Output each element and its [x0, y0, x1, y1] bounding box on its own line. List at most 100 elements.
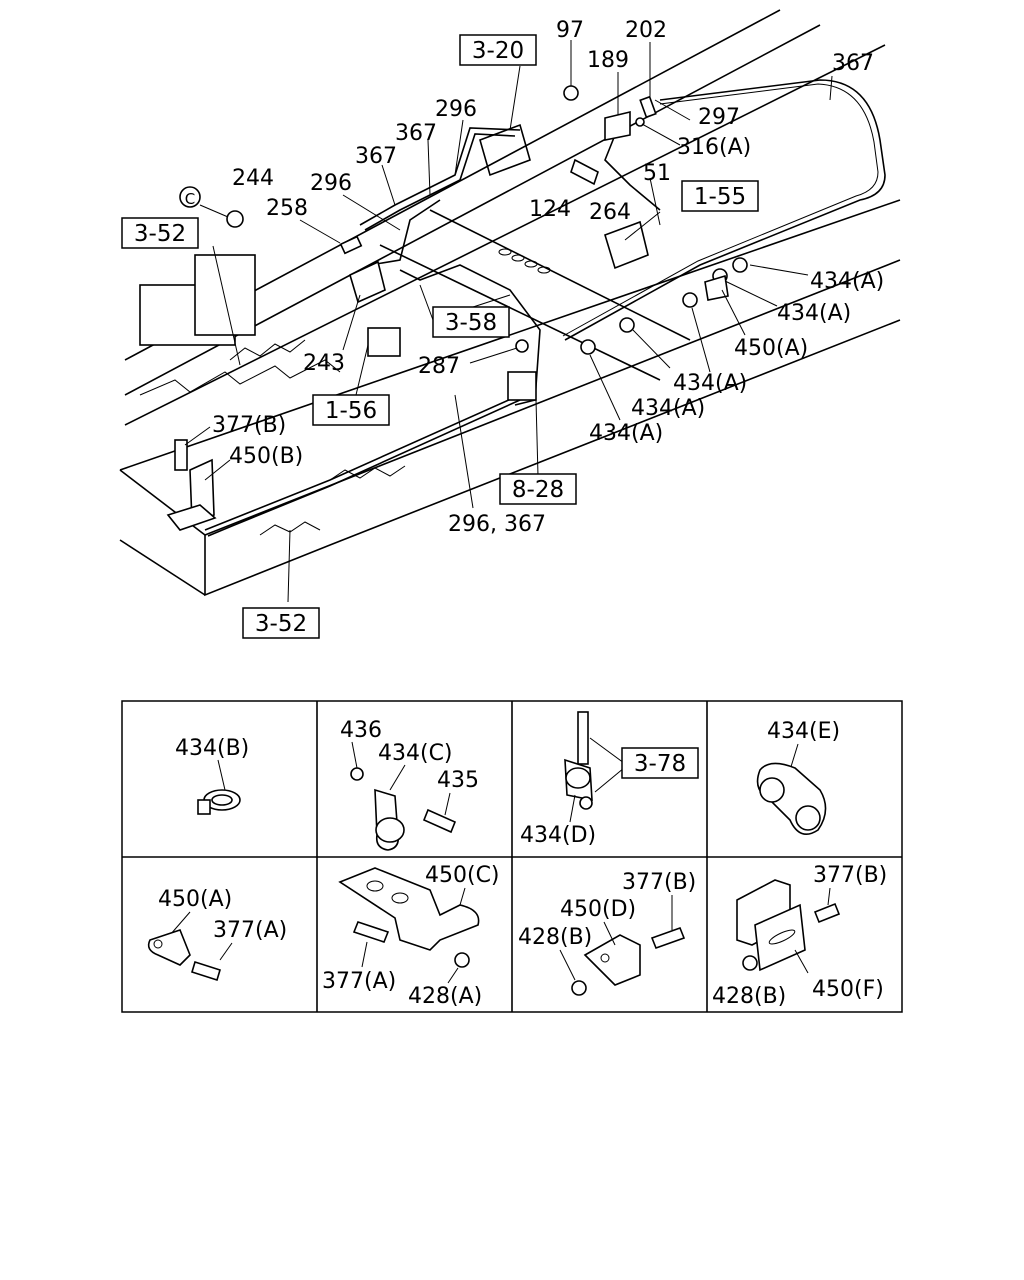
- label-124: 124: [529, 197, 571, 222]
- reference-boxes: 3-20 3-52 1-55 3-58 1-56 8-28 3-52: [121, 34, 759, 639]
- component-1-56-icon: [367, 327, 401, 357]
- detail-cell-434d: 3-78 434(D): [520, 711, 699, 848]
- nut-428b-c8-icon: [742, 955, 758, 971]
- nut-428a-icon: [454, 952, 470, 968]
- bolt-377b-c7-icon: [650, 926, 686, 950]
- label-264: 264: [589, 200, 631, 225]
- nut-97-icon: [563, 85, 579, 101]
- fitting-287-icon: [515, 339, 529, 353]
- label-377a-c6: 377(A): [322, 969, 396, 994]
- label-377b-c8: 377(B): [813, 863, 887, 888]
- svg-text:3-52: 3-52: [134, 221, 186, 247]
- label-367-b: 367: [355, 144, 397, 169]
- label-258: 258: [266, 196, 308, 221]
- sensor-51-icon: [604, 220, 649, 270]
- ref-box-3-20: [459, 34, 537, 66]
- label-428b-c8: 428(B): [712, 984, 786, 1009]
- ref-box-1-55: [681, 180, 759, 212]
- label-377b: 377(B): [212, 413, 286, 438]
- label-450b: 450(B): [229, 444, 303, 469]
- detail-cell-450f: 377(B) 428(B) 450(F): [712, 863, 887, 1009]
- detail-cell-450d: 377(B) 450(D) 428(B): [518, 870, 696, 996]
- clip-434a-5-icon: [580, 339, 596, 355]
- label-202: 202: [625, 18, 667, 43]
- leader-lines: [184, 40, 833, 603]
- svg-text:3-52: 3-52: [255, 611, 307, 637]
- label-434a-2: 434(A): [777, 301, 851, 326]
- label-434c: 434(C): [378, 741, 453, 766]
- bracket-450c-icon: [338, 867, 480, 951]
- label-316a: 316(A): [677, 135, 751, 160]
- ref-box-1-56: [312, 394, 390, 426]
- detail-table: 434(B) 436 434(C) 435: [121, 700, 903, 1013]
- bolt-icon: [577, 711, 589, 765]
- cross-member-holes: [498, 248, 551, 274]
- svg-text:3-58: 3-58: [445, 310, 497, 336]
- label-450c: 450(C): [425, 863, 500, 888]
- double-clip-434e-icon: [756, 762, 827, 836]
- detail-cell-450a: 450(A) 377(A): [147, 887, 287, 982]
- svg-text:1-56: 1-56: [325, 398, 377, 424]
- bracket-450f-lower-icon: [754, 903, 806, 972]
- label-434a-4: 434(A): [631, 396, 705, 421]
- bracket-189-icon: [604, 110, 631, 141]
- detail-cell-434b: 434(B): [175, 736, 249, 815]
- label-450a: 450(A): [734, 336, 808, 361]
- svg-text:1-55: 1-55: [694, 184, 746, 210]
- ref-box-3-52-bottom: [242, 607, 320, 639]
- label-97: 97: [556, 18, 584, 43]
- label-244: 244: [232, 166, 274, 191]
- chassis-frame-drawing: [119, 9, 901, 597]
- bracket-450a-icon: [704, 274, 729, 301]
- svg-text:3-78: 3-78: [634, 751, 686, 777]
- label-428b-c7: 428(B): [518, 925, 592, 950]
- label-296-a: 296: [435, 97, 477, 122]
- hose-clamp-icon: [197, 789, 241, 815]
- ref-box-3-58: [432, 306, 510, 338]
- ref-box-3-52-top: [121, 217, 199, 249]
- label-377b-c7: 377(B): [622, 870, 696, 895]
- ref-box-3-78: [621, 747, 699, 779]
- label-428a: 428(A): [408, 984, 482, 1009]
- label-377a-detail: 377(A): [213, 918, 287, 943]
- nut-icon: [579, 796, 593, 810]
- bracket-450d-icon: [583, 934, 641, 986]
- label-434d: 434(D): [520, 823, 596, 848]
- bolt-377b-c8-icon: [813, 902, 841, 924]
- clip-434a-1-icon: [732, 257, 748, 273]
- label-367-top: 367: [832, 51, 874, 76]
- ref-box-8-28: [499, 473, 577, 505]
- main-labels: 97 202 189 367 297 316(A) 296 367 367 29…: [212, 18, 884, 537]
- label-243: 243: [303, 351, 345, 376]
- label-296-367: 296, 367: [448, 512, 546, 537]
- label-450f: 450(F): [812, 977, 884, 1002]
- label-434b: 434(B): [175, 736, 249, 761]
- detail-cell-434e: 434(E): [756, 719, 840, 836]
- label-287: 287: [418, 354, 460, 379]
- valve-243-icon: [349, 260, 386, 304]
- svg-text:8-28: 8-28: [512, 477, 564, 503]
- nut-244-icon: [226, 210, 244, 228]
- svg-text:3-20: 3-20: [472, 38, 524, 64]
- nut-428b-c7-icon: [571, 980, 587, 996]
- detail-cell-434c: 436 434(C) 435: [340, 718, 479, 851]
- bolt-377a-detail-icon: [191, 960, 221, 982]
- label-296-b: 296: [310, 171, 352, 196]
- bolt-124-icon: [570, 158, 599, 186]
- svg-text:C: C: [185, 190, 195, 208]
- circle-c-marker: C: [179, 186, 201, 208]
- label-51: 51: [643, 161, 671, 186]
- label-450a-detail: 450(A): [158, 887, 232, 912]
- label-297: 297: [698, 105, 740, 130]
- bolt-377b-icon: [174, 439, 188, 471]
- detail-cell-450c: 450(C) 377(A) 428(A): [322, 863, 500, 1009]
- junction-block-icon: [507, 371, 537, 401]
- clip-434a-4-icon: [619, 317, 635, 333]
- bolt-435-icon: [422, 808, 457, 834]
- clip-434a-3-icon: [682, 292, 698, 308]
- label-189: 189: [587, 48, 629, 73]
- nut-436-icon: [350, 767, 364, 781]
- label-434a-1: 434(A): [810, 269, 884, 294]
- label-434e: 434(E): [767, 719, 840, 744]
